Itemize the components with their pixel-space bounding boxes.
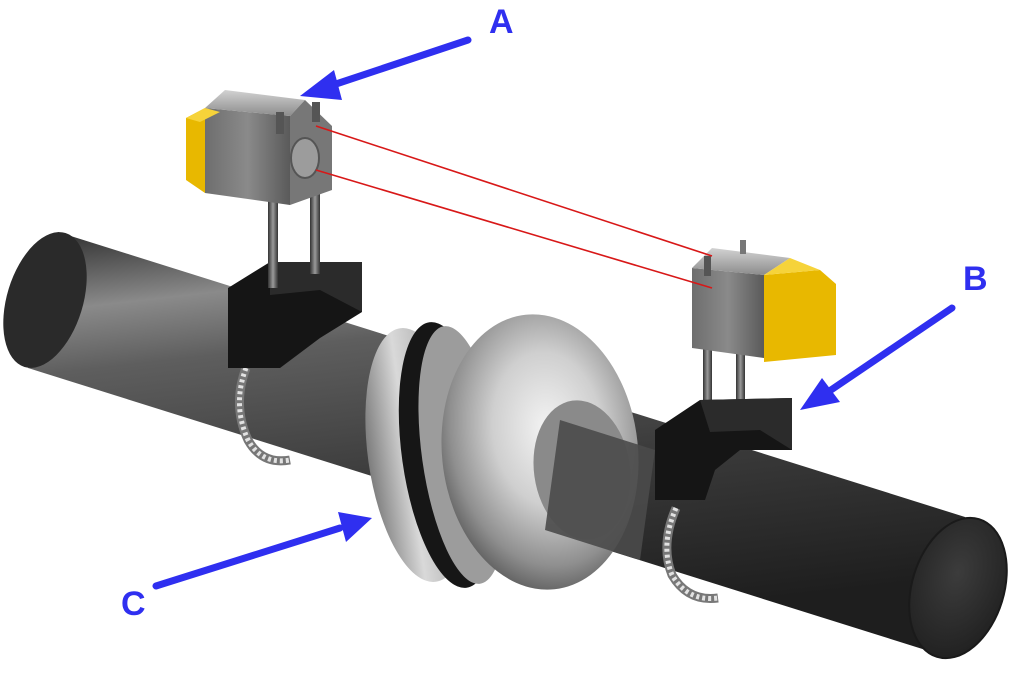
laser-beam-upper [315,125,713,257]
laser-unit-face [186,108,205,193]
laser-beam-lower [315,169,713,289]
detector-unit-body [692,268,764,358]
arrow-a [300,36,472,100]
callout-label-c: C [121,585,146,623]
right-mount [655,240,836,500]
arrow-c [152,512,372,590]
laser-unit-body [205,108,290,205]
chain-right [662,506,719,604]
left-mount [186,90,362,368]
right-rod-2 [736,342,745,414]
left-rod-1 [268,196,278,288]
arrow-b [800,304,956,410]
laser-emitter-icon [290,137,320,179]
callout-label-a: A [489,3,514,41]
coupling [365,314,655,590]
right-rod-1 [703,340,712,420]
shaft-left-end [3,232,87,368]
coupling-shaft-stub [545,420,655,560]
detector-icon [764,270,836,362]
shaft-right-end [908,516,1008,660]
chain-left [234,366,291,466]
left-rod-2 [310,190,320,274]
callout-label-b: B [963,260,988,298]
laser-beams [315,125,713,289]
